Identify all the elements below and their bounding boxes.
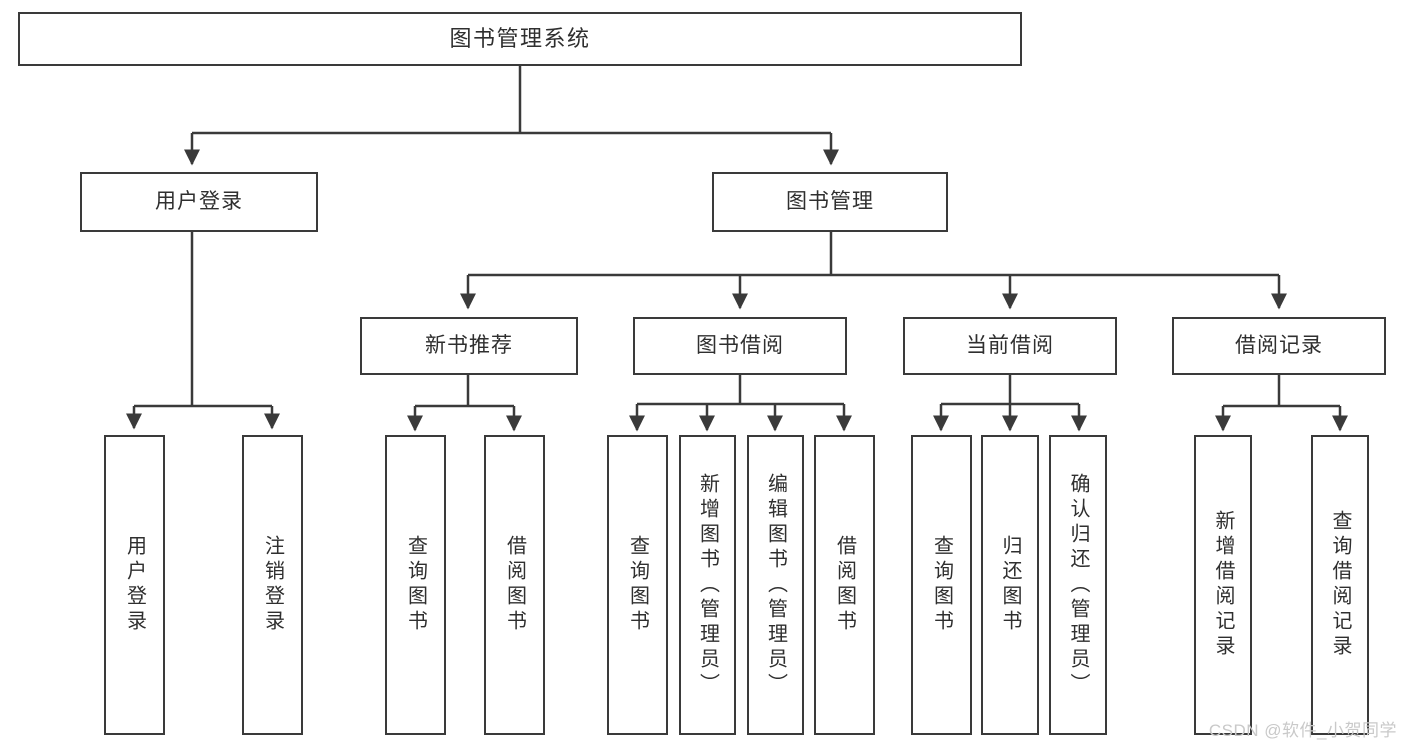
node-label: 借阅图书 <box>833 535 856 635</box>
leaf-borrow-book-recommend[interactable]: 借阅图书 <box>484 435 545 735</box>
leaf-query-book-recommend[interactable]: 查询图书 <box>385 435 446 735</box>
node-label: 查询图书 <box>930 535 953 635</box>
node-label: 注销登录 <box>261 535 284 635</box>
node-label: 新书推荐 <box>425 333 513 357</box>
leaf-add-book-admin[interactable]: 新增图书（管理员） <box>679 435 736 735</box>
node-label: 新增图书（管理员） <box>696 472 719 698</box>
leaf-confirm-return-admin[interactable]: 确认归还（管理员） <box>1049 435 1107 735</box>
leaf-return-book[interactable]: 归还图书 <box>981 435 1039 735</box>
leaf-query-book-current[interactable]: 查询图书 <box>911 435 972 735</box>
node-label: 图书借阅 <box>696 333 784 357</box>
node-label: 当前借阅 <box>966 333 1054 357</box>
leaf-edit-book-admin[interactable]: 编辑图书（管理员） <box>747 435 804 735</box>
node-label: 用户登录 <box>123 535 146 635</box>
node-label: 新增借阅记录 <box>1212 510 1234 660</box>
node-label: 查询图书 <box>404 535 427 635</box>
node-label: 编辑图书（管理员） <box>764 472 787 698</box>
node-root-system[interactable]: 图书管理系统 <box>18 12 1022 66</box>
node-label: 图书管理系统 <box>449 26 591 52</box>
node-label: 用户登录 <box>155 189 243 213</box>
csdn-watermark: CSDN @软件_小贺同学 <box>1208 721 1397 740</box>
node-label: 归还图书 <box>999 535 1021 635</box>
node-label: 查询图书 <box>626 535 649 635</box>
leaf-user-login[interactable]: 用户登录 <box>104 435 165 735</box>
node-label: 确认归还（管理员） <box>1067 472 1089 698</box>
node-label: 查询借阅记录 <box>1329 510 1351 660</box>
node-book-management[interactable]: 图书管理 <box>712 172 948 232</box>
node-current-borrow[interactable]: 当前借阅 <box>903 317 1117 375</box>
node-book-borrow[interactable]: 图书借阅 <box>633 317 847 375</box>
leaf-query-borrow-record[interactable]: 查询借阅记录 <box>1311 435 1369 735</box>
node-label: 图书管理 <box>786 189 874 213</box>
leaf-add-borrow-record[interactable]: 新增借阅记录 <box>1194 435 1252 735</box>
leaf-borrow-book[interactable]: 借阅图书 <box>814 435 875 735</box>
leaf-query-book-borrow[interactable]: 查询图书 <box>607 435 668 735</box>
node-borrow-record[interactable]: 借阅记录 <box>1172 317 1386 375</box>
node-label: 借阅记录 <box>1235 333 1323 357</box>
node-new-book-recommend[interactable]: 新书推荐 <box>360 317 578 375</box>
node-user-login[interactable]: 用户登录 <box>80 172 318 232</box>
node-label: 借阅图书 <box>503 535 526 635</box>
leaf-logout[interactable]: 注销登录 <box>242 435 303 735</box>
